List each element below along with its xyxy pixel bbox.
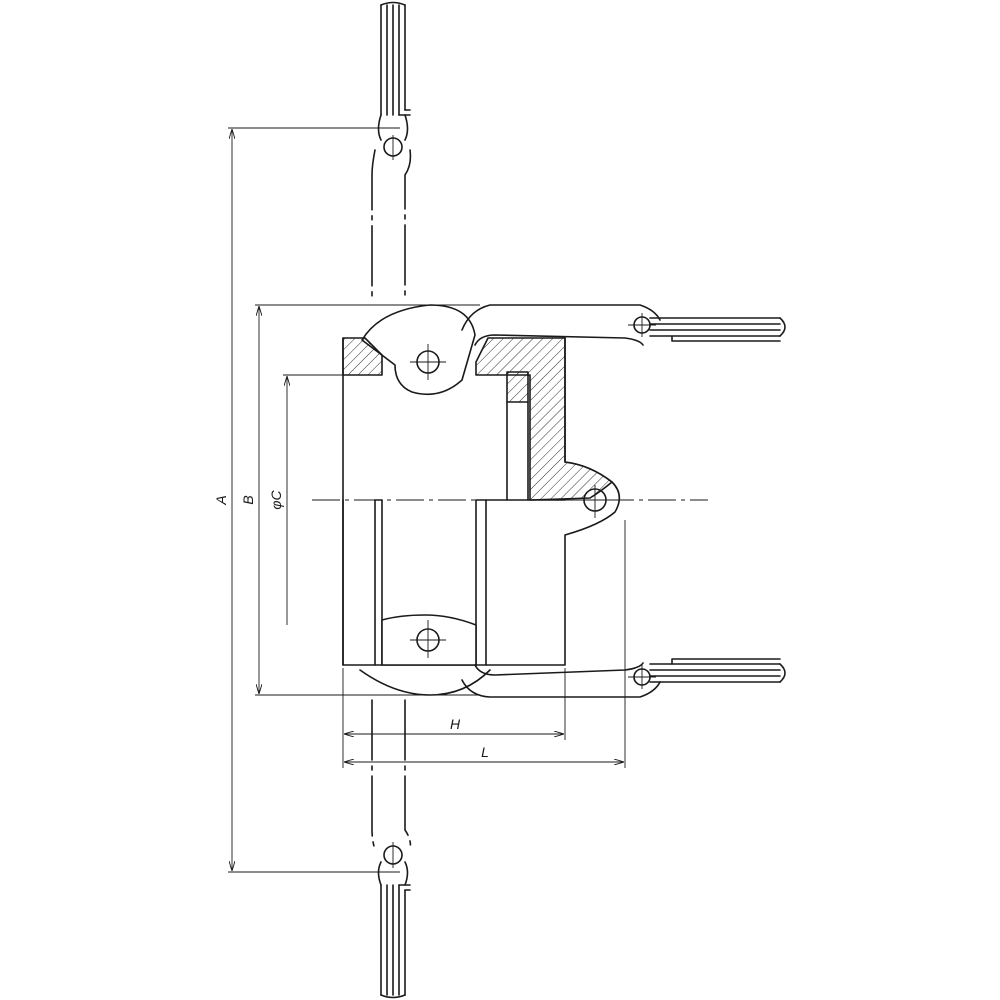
top-lever-arm [461, 304, 786, 346]
dimension-label-a: A [213, 495, 229, 505]
bottom-lever-arm [461, 658, 786, 698]
top-arm-phantom [371, 1, 412, 301]
hatched-sections [342, 337, 613, 501]
bottom-arm-phantom [371, 699, 412, 999]
dimension-label-h: H [450, 716, 461, 732]
dimension-label-c: φC [268, 489, 284, 509]
dimension-label-b: B [240, 495, 256, 504]
dimension-label-l: L [481, 744, 489, 760]
dimension-lines [228, 127, 626, 873]
